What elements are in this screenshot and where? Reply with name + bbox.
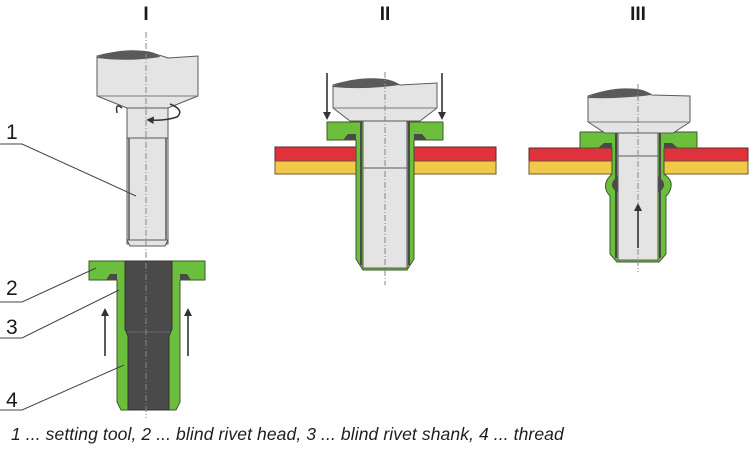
rotation-arrow-icon-tail	[146, 103, 181, 124]
tool-head	[96, 51, 199, 109]
rivet-undercut-right	[180, 274, 191, 280]
rivet-undercut-left	[598, 143, 612, 148]
stage-1: I	[88, 4, 206, 418]
tool-shank	[126, 107, 169, 245]
tool-head-grip	[588, 88, 651, 99]
rivet-undercut-left	[343, 134, 356, 140]
legend-caption: 1 ... setting tool, 2 ... blind rivet he…	[11, 424, 564, 444]
callout-leader-4	[0, 364, 125, 411]
rivet-undercut-left	[106, 274, 117, 280]
tool-head-grip	[333, 78, 399, 89]
stage-label-3: III	[630, 4, 646, 25]
blind-rivet-nut	[88, 260, 206, 411]
callout-number-2: 2	[6, 277, 18, 300]
callout-leader-2	[0, 267, 97, 303]
tool-head-grip	[97, 50, 160, 60]
callout-number-3: 3	[6, 316, 18, 339]
stage-label-2: II	[380, 4, 391, 25]
rivet-undercut-right	[414, 134, 427, 140]
stage-label-1: I	[143, 4, 148, 25]
callout-number-1: 1	[6, 121, 18, 144]
setting-tool	[96, 50, 199, 247]
callout-number-4: 4	[6, 389, 18, 412]
stage-3: III	[528, 4, 749, 272]
callouts: 1 2 3 4	[0, 121, 137, 412]
stage-2: II	[274, 4, 497, 285]
thread-core	[124, 260, 173, 411]
callout-leader-1	[0, 143, 137, 197]
rotation-arrow-icon	[115, 105, 123, 114]
rivet-undercut-right	[664, 143, 678, 148]
tool-tip-chamfer	[126, 239, 169, 247]
callout-leader-3	[0, 289, 120, 339]
